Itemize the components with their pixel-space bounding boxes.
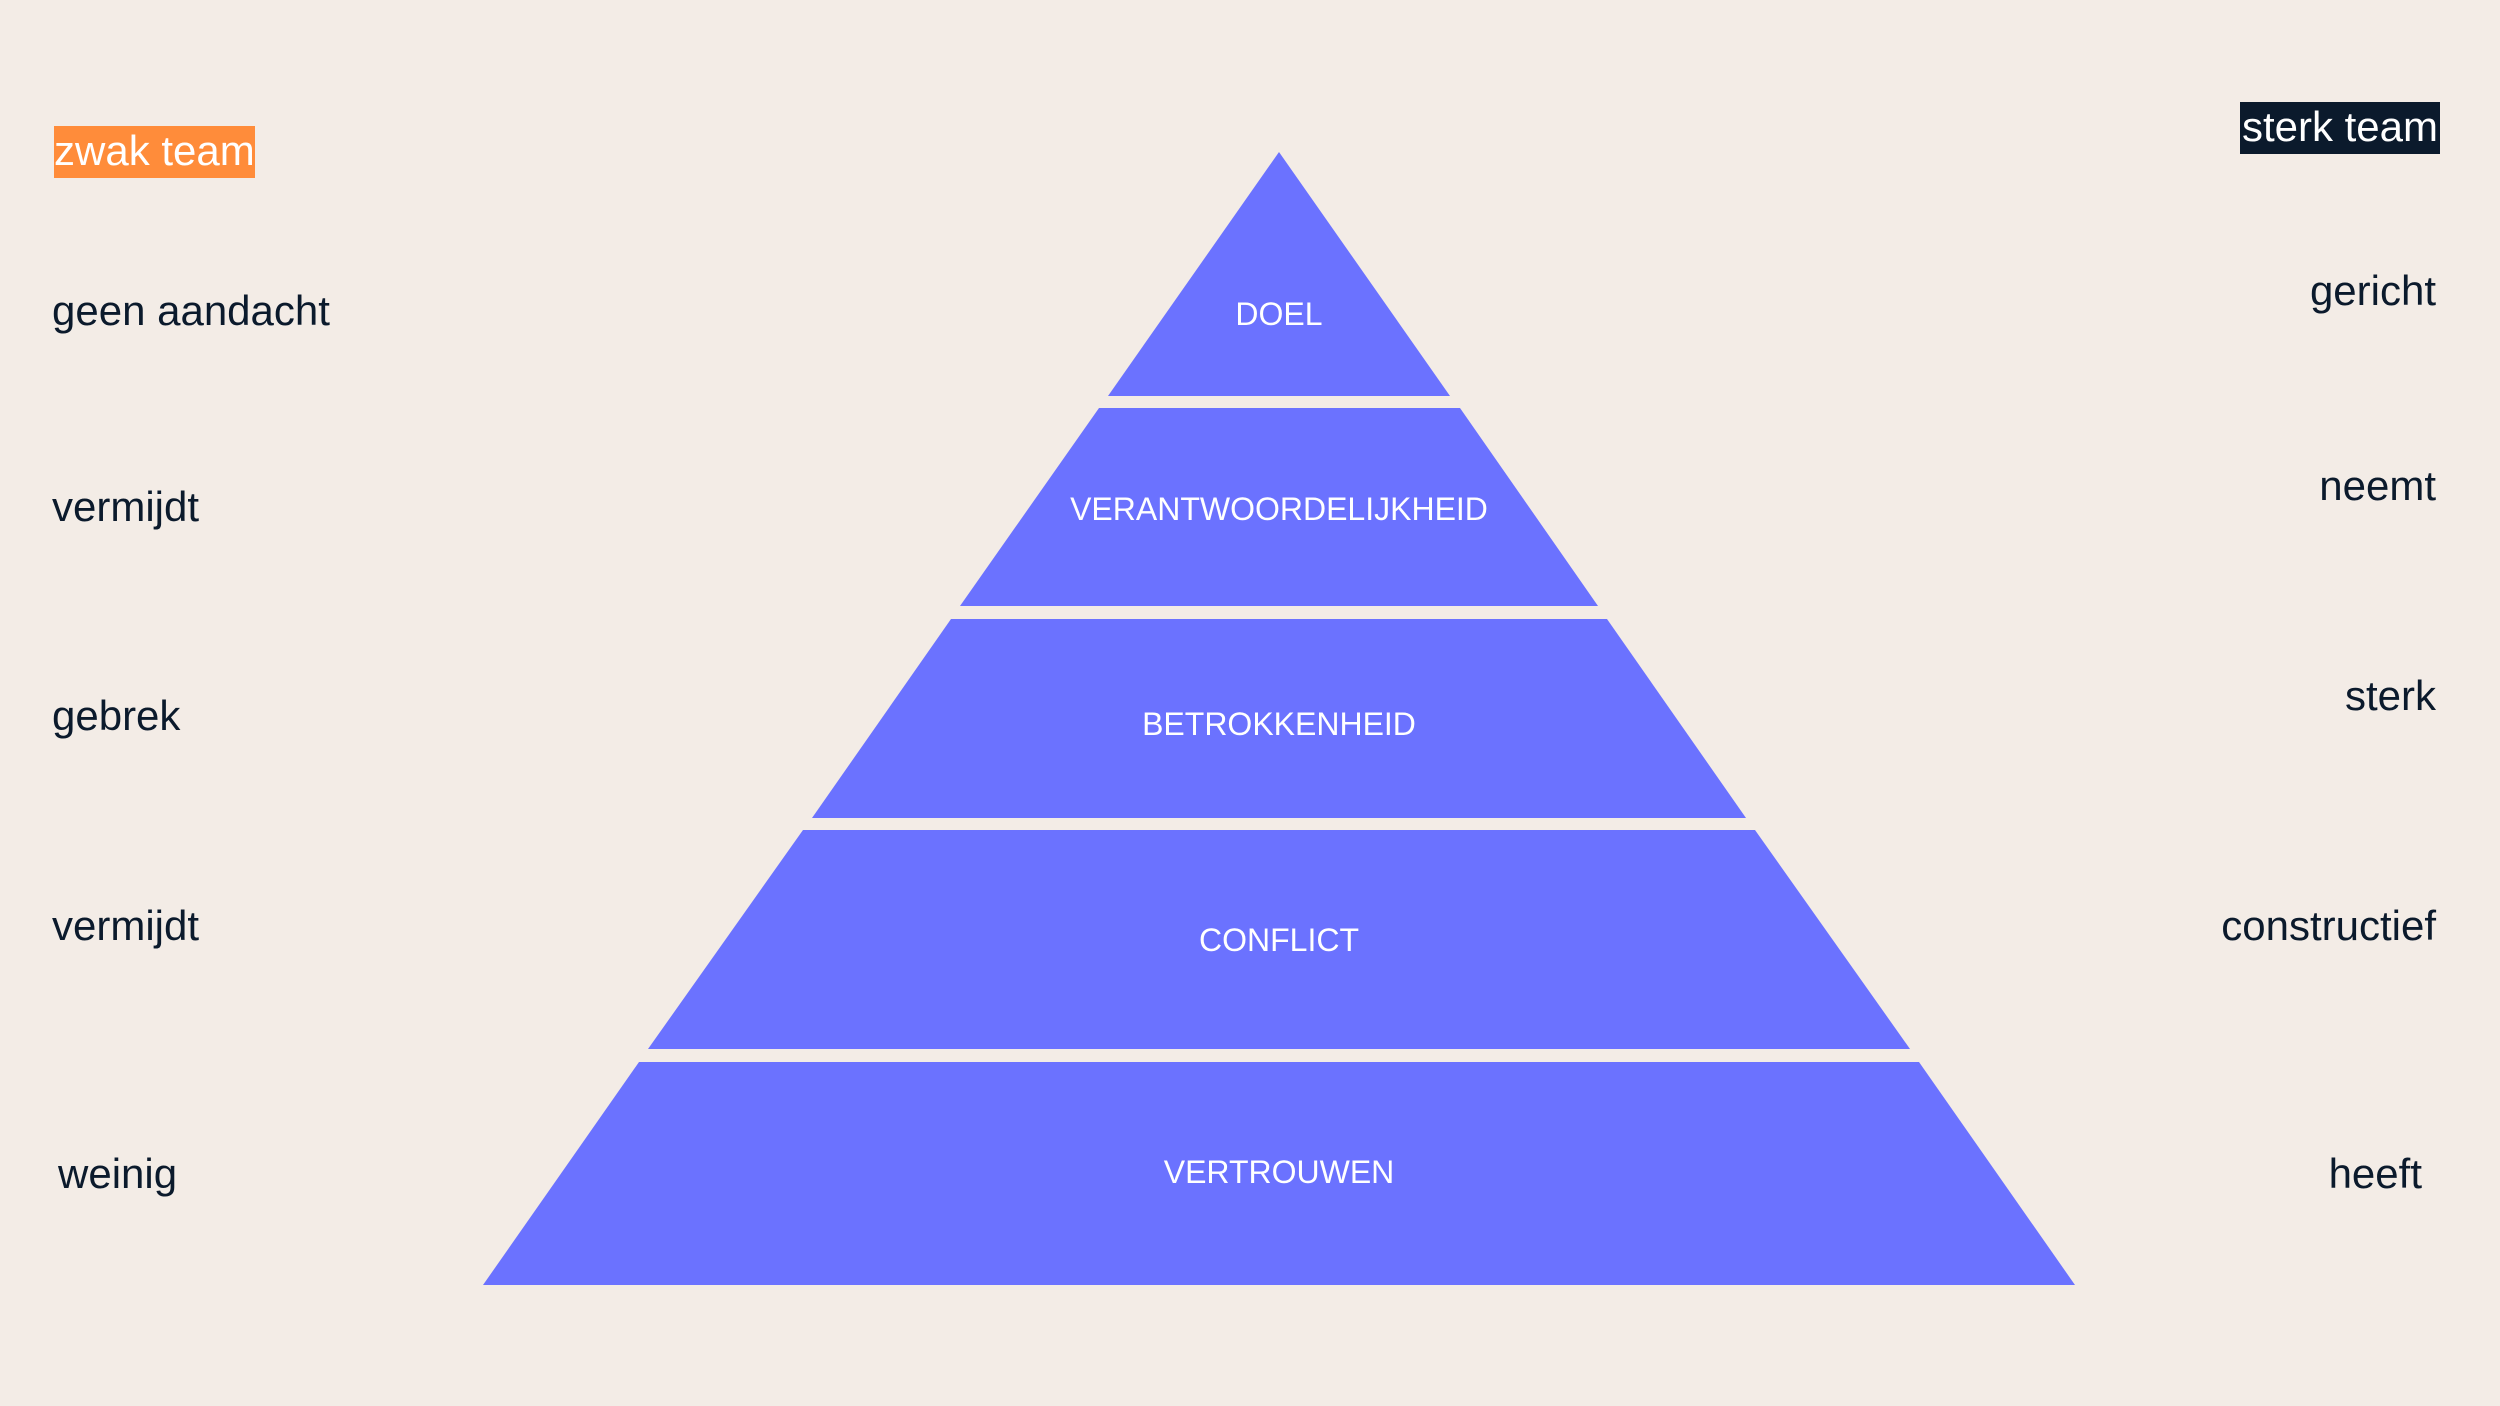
pyramid-tier-doel-shape (1108, 152, 1450, 396)
pyramid-tier-doel-label: DOEL (1235, 296, 1322, 332)
pyramid-tier-verantwoordelijkheid: VERANTWOORDELIJKHEID (960, 408, 1598, 606)
pyramid-tier-conflict-label: CONFLICT (1199, 922, 1359, 958)
pyramid-tier-conflict-shape (648, 830, 1910, 1049)
pyramid-tier-verantwoordelijkheid-shape (960, 408, 1598, 606)
right-label-doel: gericht (2309, 267, 2436, 314)
pyramid-tier-doel: DOEL (1108, 152, 1450, 396)
weak-team-badge: zwak team (54, 126, 255, 178)
pyramid-tier-betrokkenheid-label: BETROKKENHEID (1142, 706, 1416, 742)
right-label-conflict: constructief (2221, 902, 2436, 949)
left-label-verantwoordelijkheid: vermijdt (52, 483, 200, 530)
strong-team-badge: sterk team (2239, 102, 2440, 154)
pyramid-tier-vertrouwen-shape (483, 1062, 2075, 1285)
left-label-conflict: vermijdt (52, 902, 200, 949)
pyramid-tier-vertrouwen-label: VERTROUWEN (1164, 1154, 1395, 1190)
pyramid-tier-conflict: CONFLICT (648, 830, 1910, 1049)
right-label-verantwoordelijkheid: neemt (2319, 462, 2436, 509)
pyramid-tier-betrokkenheid: BETROKKENHEID (812, 619, 1746, 818)
left-label-betrokkenheid: gebrek (52, 692, 181, 739)
pyramid-tier-vertrouwen: VERTROUWEN (483, 1062, 2075, 1285)
right-label-vertrouwen: heeft (2328, 1150, 2422, 1197)
left-label-vertrouwen: weinig (58, 1150, 178, 1197)
left-label-doel: geen aandacht (52, 287, 330, 334)
right-label-betrokkenheid: sterk (2344, 672, 2436, 719)
pyramid-tier-verantwoordelijkheid-label: VERANTWOORDELIJKHEID (1070, 491, 1488, 527)
pyramid-tier-betrokkenheid-shape (812, 619, 1746, 818)
